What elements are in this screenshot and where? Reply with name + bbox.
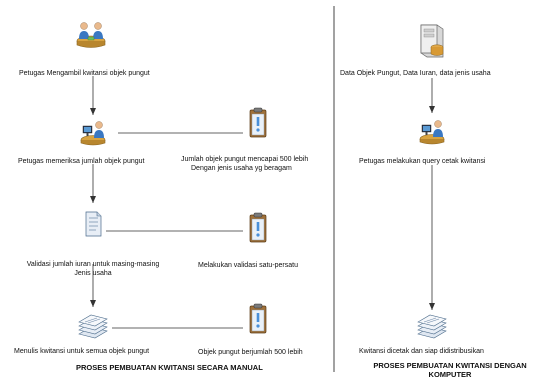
receipts-stack-icon: [78, 314, 108, 339]
note-clipboard-icon: [249, 303, 267, 334]
note-validate: Melakukan validasi satu-persatu: [198, 262, 298, 269]
step-check-count: Petugas memeriksa jumlah objek pungut: [18, 158, 145, 165]
computer-title-line1: PROSES PEMBUATAN KWITANSI DENGAN: [373, 361, 527, 370]
note-total: Objek pungut berjumlah 500 lebih: [198, 349, 303, 356]
note-clipboard-icon: [249, 212, 267, 243]
computer-section-title: PROSES PEMBUATAN KWITANSI DENGAN KOMPUTE…: [350, 361, 550, 379]
step-validate: Validasi jumlah iuran untuk masing-masin…: [26, 261, 160, 268]
manual-section-title: PROSES PEMBUATAN KWITANSI SECARA MANUAL: [76, 363, 263, 372]
database-server-icon: [420, 24, 444, 58]
computer-title-line2: KOMPUTER: [428, 369, 472, 379]
officer-checking-icon: [80, 121, 106, 146]
officer-taking-receipt-icon: [76, 22, 106, 48]
printed-receipts-icon: [417, 314, 447, 339]
note-count-line2: Dengan jenis usaha yg beragam: [191, 165, 292, 172]
note-count: Jumlah objek pungut mencapai 500 lebih: [181, 156, 309, 163]
step-data-source: Data Objek Pungut, Data Iuran, data jeni…: [340, 70, 491, 77]
step-query: Petugas melakukan query cetak kwitansi: [359, 158, 486, 165]
step-take-receipt: Petugas Mengambil kwitansi objek pungut: [19, 70, 150, 77]
note-clipboard-icon: [249, 107, 267, 138]
validation-document-icon: [85, 211, 102, 237]
step-validate-line2: Jenis usaha: [74, 270, 112, 277]
step-print: Kwitansi dicetak dan siap didistribusika…: [359, 348, 484, 355]
officer-query-icon: [419, 120, 445, 145]
step-write-receipts: Menulis kwitansi untuk semua objek pungu…: [14, 348, 150, 355]
